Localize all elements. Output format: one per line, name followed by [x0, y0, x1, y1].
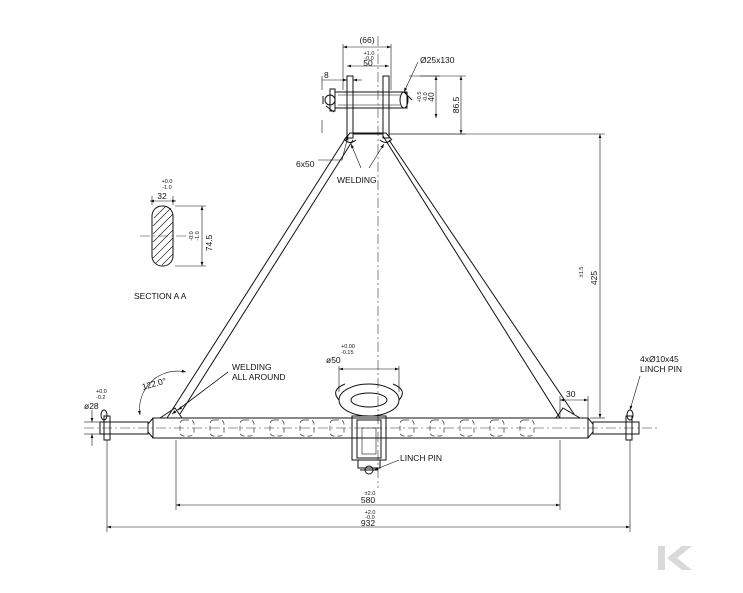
dim-ring: ø50: [326, 355, 341, 365]
brand-logo: [658, 546, 692, 570]
top-pin-head: [329, 88, 336, 112]
top-plate-left: [346, 75, 354, 139]
dim-932-tol-upper: +2.0: [365, 510, 376, 516]
dim-50-tol-lower: -0.0: [364, 56, 373, 62]
notes: WELDING WELDING ALL AROUND SECTION A A L…: [134, 175, 682, 463]
linch-pin-spec-line2: LINCH PIN: [640, 364, 682, 374]
linch-pin-label: LINCH PIN: [400, 453, 442, 463]
dim-74-5-tol-lower: -1.0: [195, 231, 201, 240]
dim-pin: ø28: [84, 401, 99, 411]
left-leg: [166, 135, 354, 419]
right-pin: [592, 421, 640, 435]
dim-580: 580: [361, 495, 375, 505]
dim-932-tol-lower: -0.0: [365, 515, 374, 521]
dim-580-tol: ±2.0: [365, 491, 376, 497]
dim-40-tol-lower: -0.0: [423, 92, 429, 101]
dim-425: 425: [589, 271, 599, 285]
a-frame: [166, 132, 575, 419]
center-ring-bracket: [335, 383, 403, 475]
dim-ring-tol-upper: +0.00: [341, 344, 355, 350]
dim-74-5-tol-upper: -0.0: [189, 231, 195, 240]
dim-top-pin: Ø25x130: [420, 55, 455, 65]
dim-32: 32: [157, 191, 167, 201]
dimension-text: (66) +1.0 -0.0 50 Ø25x130 8 40 +0.5 -0.0…: [84, 35, 599, 528]
dim-86-5: 86.5: [451, 96, 461, 113]
dim-angle: 122.0°: [141, 376, 167, 392]
right-weld-corner: [555, 407, 581, 419]
dim-ring-tol-lower: -0.15: [341, 350, 354, 356]
dim-30: 30: [566, 389, 576, 399]
dim-932: 932: [361, 518, 375, 528]
dim-425-tol: ±1.5: [579, 267, 585, 278]
top-hitch-assembly: [322, 75, 413, 139]
dim-66: (66): [359, 35, 374, 45]
top-pin-clip-ring: [324, 94, 336, 106]
dim-40-tol-upper: +0.5: [417, 92, 423, 103]
top-plate-right: [382, 75, 390, 139]
right-leg: [382, 135, 575, 419]
cross-bar-knurl: [179, 419, 535, 437]
right-pin-collar: [625, 415, 633, 441]
welding-all-around-line2: ALL AROUND: [232, 372, 286, 382]
right-linch-pin: [626, 409, 634, 421]
dim-pin-tol-lower: -0.2: [96, 395, 105, 401]
dim-74-5: 74.5: [204, 234, 214, 251]
dim-50-tol-upper: +1.0: [364, 51, 375, 57]
section-title: SECTION A A: [134, 291, 187, 301]
dim-6x50: 6x50: [296, 159, 315, 169]
dim-32-tol-upper: +0.0: [162, 179, 173, 185]
top-weld-bead: [344, 139, 392, 143]
linch-pin-spec-line1: 4xØ10x45: [640, 354, 679, 364]
left-linch-pin: [100, 409, 108, 421]
drawbar-ring-inner: [350, 392, 388, 408]
welding-all-around-line1: WELDING: [232, 362, 272, 372]
dim-50: 50: [363, 58, 373, 68]
welding-label: WELDING: [337, 175, 377, 185]
dim-8: 8: [324, 70, 329, 80]
cross-bar-body: [152, 417, 589, 439]
dim-pin-tol-upper: +0.0: [96, 389, 107, 395]
top-pin: [334, 91, 408, 109]
dimension-lines: [84, 44, 641, 532]
dim-40: 40: [426, 92, 436, 102]
dim-32-tol-lower: -1.0: [162, 185, 171, 191]
left-pin: [99, 421, 149, 435]
section-aa: [140, 196, 206, 267]
drawbar-ring-outer: [338, 383, 400, 417]
